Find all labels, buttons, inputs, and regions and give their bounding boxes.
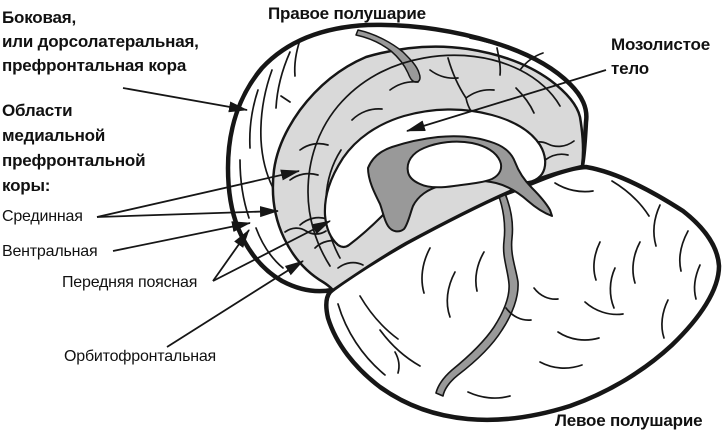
arrow-median-1 bbox=[96, 169, 300, 218]
label-orbitofrontal: Орбитофронтальная bbox=[64, 348, 217, 365]
label-corpus-callosum: Мозолистое тело bbox=[611, 35, 710, 78]
arrow-cingulate-2 bbox=[212, 220, 331, 282]
rim-sulci bbox=[239, 37, 527, 269]
title-right-hemisphere: Правое полушарие bbox=[268, 4, 426, 23]
left-sulci bbox=[337, 180, 701, 399]
annotation-arrows bbox=[96, 69, 607, 348]
arrow-cingulate-1 bbox=[212, 229, 250, 282]
left-central-sulcus bbox=[435, 190, 519, 397]
arrow-ventral bbox=[112, 221, 251, 252]
label-anterior-cingulate: Передняя поясная bbox=[62, 274, 198, 291]
arrow-orbitofrontal bbox=[166, 260, 304, 348]
title-left-hemisphere: Левое полушарие bbox=[555, 411, 703, 430]
ventricle-core bbox=[406, 140, 503, 189]
label-medial-areas-heading: Области медиальной префронтальной коры: bbox=[2, 101, 146, 195]
label-dorsolateral-cortex: Боковая, или дорсолатеральная, префронта… bbox=[2, 8, 199, 75]
label-median: Срединная bbox=[2, 208, 83, 225]
arrow-dorsolateral bbox=[122, 87, 248, 113]
arrow-median-2 bbox=[96, 206, 279, 218]
label-ventral: Вентральная bbox=[2, 243, 98, 260]
arrow-corpus-callosum bbox=[406, 69, 607, 132]
